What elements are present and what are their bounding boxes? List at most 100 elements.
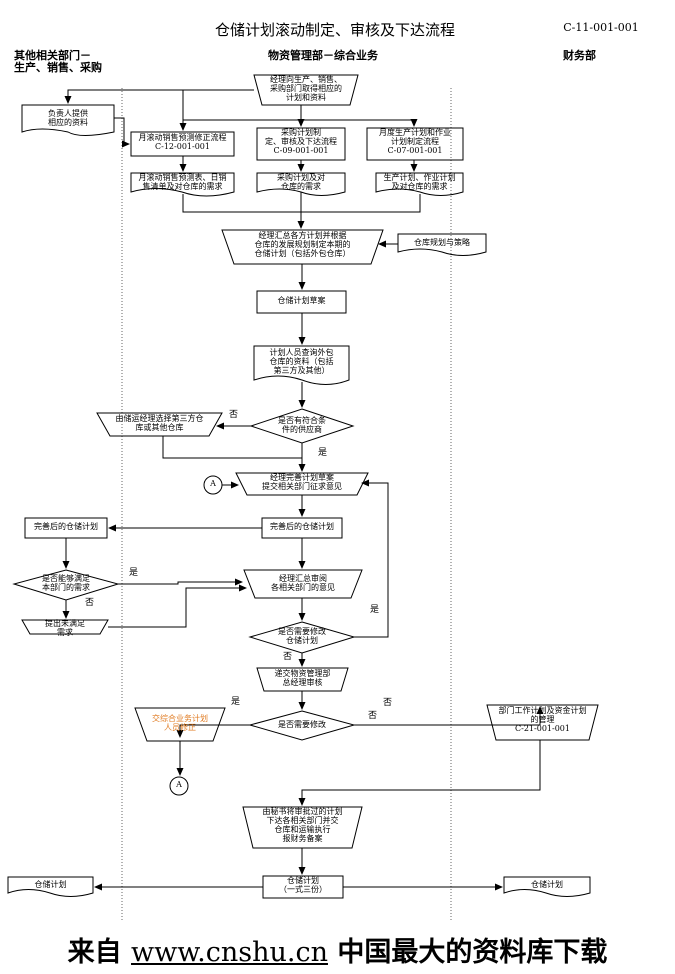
summarize-line-1: 经理汇总各方计划并根据 — [258, 231, 347, 240]
edge-gather-provider — [64, 89, 254, 104]
final-plan-mid-label: 仓储计划 （一式三份） — [263, 876, 343, 895]
edge-label-modify2-no-b: 否 — [368, 711, 378, 721]
finance-mgmt-line-2: 的管理 — [530, 714, 555, 724]
refine-shape — [235, 472, 369, 496]
final-plan-right-shape — [503, 876, 591, 897]
modify-decision-line-1: 是否需要修改 — [278, 627, 326, 636]
final-plan-left-label: 仓储计划 — [34, 880, 67, 889]
unmet-line-2: 需求 — [57, 627, 73, 637]
secretary-line-4: 报财务备案 — [282, 833, 323, 843]
purchase-flow-line-3: C-09-001-001 — [273, 145, 329, 155]
query-shape — [253, 345, 350, 385]
gather-shape — [253, 74, 359, 106]
modify-decision-line-2: 仓储计划 — [286, 635, 318, 645]
third-party-line-1: 由储运经理选择第三方仓 — [115, 414, 204, 423]
gather-label: 经理向生产、销售、 采购部门取得相应的 计划和资料 — [254, 75, 358, 103]
provider-shape — [21, 104, 115, 136]
edge-label-modify-yes: 是 — [370, 605, 380, 615]
lane-header-middle: 物资管理部－综合业务 — [268, 49, 378, 62]
edge-modify-yes — [354, 479, 389, 638]
orange-box-label: 交综合业务计划 人员修正 — [135, 714, 225, 733]
sales-doc-shape — [130, 172, 235, 197]
footer-prefix: 来自 — [67, 937, 132, 968]
footer-suffix: 中国最大的资料库下载 — [327, 937, 608, 968]
sales-flow-label: 月滚动销售预测修正流程 C-12-001-001 — [131, 133, 234, 152]
purchase-doc-line-2: 仓库的需求 — [281, 181, 321, 191]
connector-a-bottom-label: A — [176, 780, 182, 789]
lane-header-left-line-2: 生产、销售、采购 — [14, 61, 102, 75]
edge-label-supply-no: 否 — [229, 410, 239, 420]
query-line-2: 仓库的资料（包括 — [269, 356, 334, 366]
edge-modify2-yes — [176, 724, 250, 738]
improved-plan-left-label: 完善后的仓储计划 — [34, 522, 98, 531]
production-flow-box — [366, 127, 464, 161]
orange-box-line-1: 交综合业务计划 — [152, 714, 208, 723]
production-flow-line-3: C-07-001-001 — [387, 145, 443, 155]
purchase-flow-label: 采购计划制 定、审核及下达流程 C-09-001-001 — [257, 128, 345, 156]
purchase-flow-line-1: 采购计划制 — [281, 128, 321, 137]
summarize-line-3: 仓储计划（包括外包仓库） — [254, 248, 351, 258]
final-plan-mid-line-1: 仓储计划 — [287, 876, 319, 885]
edge-label-satisfy-no: 否 — [85, 598, 95, 608]
purchase-doc-label: 采购计划及对 仓库的需求 — [257, 173, 345, 192]
production-flow-line-2: 计划制定流程 — [391, 136, 439, 146]
modify-decision-label: 是否需要修改 仓储计划 — [258, 627, 346, 646]
footer-link[interactable]: www.cnshu.cn — [131, 937, 328, 968]
query-label: 计划人员查询外包 仓库的资料（包括 第三方及其他） — [254, 348, 349, 376]
unmet-shape — [21, 619, 109, 635]
summarize-shape — [221, 229, 384, 265]
edge-label-modify-no: 否 — [283, 652, 293, 662]
improved-plan-mid-label: 完善后的仓储计划 — [270, 522, 334, 531]
third-party-shape — [96, 412, 223, 437]
edge-label-modify2-yes: 是 — [231, 697, 241, 707]
production-doc-line-1: 生产计划、作业计划 — [383, 173, 456, 182]
summarize-line-2: 仓库的发展规划制定本期的 — [254, 239, 351, 249]
production-flow-line-1: 月度生产计划和作业 — [379, 128, 451, 137]
strategy-label: 仓库规划与策略 — [414, 238, 470, 247]
finance-mgmt-line-1: 部门工作计划及资金计划 — [498, 706, 587, 715]
finance-mgmt-label: 部门工作计划及资金计划 的管理 C-21-001-001 — [487, 706, 598, 734]
lane-header-left-line-1: 其他相关部门－ — [14, 49, 91, 62]
production-flow-label: 月度生产计划和作业 计划制定流程 C-07-001-001 — [367, 128, 463, 156]
supply-decision-line-2: 件的供应商 — [282, 424, 322, 434]
production-doc-line-2: 及对仓库的需求 — [391, 181, 448, 191]
review-label: 经理汇总审阅 各相关部门的意见 — [244, 574, 362, 593]
provider-line-1: 负责人提供 — [48, 109, 88, 118]
secretary-line-1: 由秘书将审批过的计划 — [262, 807, 343, 816]
submit-label: 递交物资管理部 总经理审核 — [257, 669, 348, 688]
review-line-1: 经理汇总审阅 — [279, 574, 327, 583]
final-plan-left-shape — [7, 876, 94, 897]
production-doc-shape — [375, 172, 464, 196]
sales-flow-line-2: C-12-001-001 — [155, 141, 210, 151]
modify2-decision-label: 是否需要修改 — [278, 720, 326, 729]
summarize-label: 经理汇总各方计划并根据 仓库的发展规划制定本期的 仓储计划（包括外包仓库） — [222, 231, 383, 259]
page-title: 仓储计划滚动制定、审核及下达流程 — [214, 21, 455, 39]
unmet-line-1: 提出未满足 — [45, 619, 85, 628]
refine-line-1: 经理完善计划草案 — [270, 473, 334, 482]
query-line-1: 计划人员查询外包 — [269, 348, 334, 357]
satisfy-decision-line-2: 本部门的需求 — [42, 582, 90, 592]
connector-a-top-label: A — [210, 479, 216, 488]
orange-box-shape — [134, 707, 226, 742]
refine-line-2: 提交相关部门征求意见 — [262, 481, 342, 491]
third-party-line-2: 库或其他仓库 — [135, 422, 184, 432]
finance-mgmt-line-3: C-21-001-001 — [515, 723, 570, 733]
strategy-shape — [397, 233, 487, 256]
sales-doc-line-2: 售清单及对仓库的需求 — [142, 181, 223, 191]
edge-label-modify2-no-a: 否 — [383, 698, 393, 708]
refine-label: 经理完善计划草案 提交相关部门征求意见 — [236, 473, 368, 492]
document-code: C-11-001-001 — [563, 21, 639, 34]
final-plan-right-label: 仓储计划 — [531, 880, 563, 889]
review-shape — [243, 569, 363, 599]
draft-label: 仓储计划草案 — [277, 296, 326, 305]
secretary-line-3: 仓库和运输执行 — [274, 824, 331, 834]
sales-flow-line-1: 月滚动销售预测修正流程 — [138, 133, 227, 142]
sales-doc-line-1: 月滚动销售预测表、日销 — [138, 173, 227, 182]
third-party-label: 由储运经理选择第三方仓 库或其他仓库 — [97, 414, 222, 433]
gather-line-3: 计划和资料 — [286, 92, 326, 102]
modify2-decision-diamond — [248, 710, 356, 741]
final-plan-mid-line-2: （一式三份） — [279, 884, 327, 894]
submit-line-1: 递交物资管理部 — [274, 669, 331, 678]
footer-watermark: 来自 www.cnshu.cn 中国最大的资料库下载 — [0, 937, 675, 968]
connector-a-bottom — [169, 776, 189, 796]
